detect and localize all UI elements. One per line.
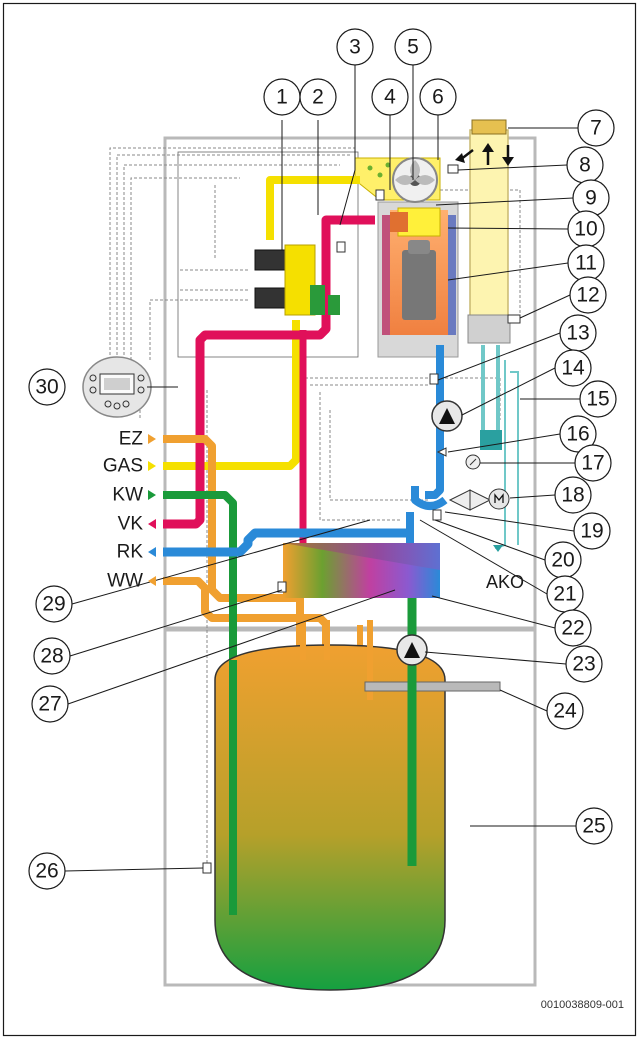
connection-kw-label: KW xyxy=(112,485,143,506)
control-unit-icon xyxy=(82,356,152,418)
leader-lines xyxy=(64,60,580,872)
svg-text:21: 21 xyxy=(553,583,576,606)
callout-5: 5 xyxy=(394,28,432,66)
callout-24: 24 xyxy=(546,692,584,730)
callout-29: 29 xyxy=(35,585,73,623)
callout-27: 27 xyxy=(31,685,69,723)
document-id: 0010038809-001 xyxy=(541,999,624,1011)
connection-ez-label: EZ xyxy=(119,429,144,450)
svg-text:29: 29 xyxy=(42,593,65,616)
callout-1: 1 xyxy=(263,78,301,116)
callout-6: 6 xyxy=(419,78,457,116)
callout-2: 2 xyxy=(299,78,337,116)
svg-text:8: 8 xyxy=(579,154,591,177)
callout-13: 13 xyxy=(559,314,597,352)
callout-3: 3 xyxy=(336,28,374,66)
callout-9: 9 xyxy=(572,179,610,217)
callout-28: 28 xyxy=(33,637,71,675)
heat-cell xyxy=(377,201,459,358)
connection-labels: EZ GAS KW VK RK WW xyxy=(103,429,144,592)
svg-text:18: 18 xyxy=(561,484,584,507)
svg-text:13: 13 xyxy=(566,322,589,345)
connection-rk-label: RK xyxy=(117,542,144,563)
svg-text:14: 14 xyxy=(561,357,585,380)
gas-valve xyxy=(254,244,340,316)
svg-text:2: 2 xyxy=(312,86,324,109)
callouts: 1 2 3 4 5 6 7 8 9 10 11 12 13 14 15 16 1… xyxy=(28,28,617,890)
svg-text:15: 15 xyxy=(586,388,609,411)
svg-text:6: 6 xyxy=(432,86,444,109)
svg-text:30: 30 xyxy=(35,376,58,399)
callout-25: 25 xyxy=(575,807,613,845)
connection-vk-label: VK xyxy=(118,514,144,535)
callout-16: 16 xyxy=(559,415,597,453)
svg-text:17: 17 xyxy=(581,452,604,475)
svg-text:11: 11 xyxy=(575,252,597,275)
boiler-housing xyxy=(163,136,537,630)
callout-21: 21 xyxy=(546,575,584,613)
callout-26: 26 xyxy=(28,852,66,890)
callout-22: 22 xyxy=(554,609,592,647)
connection-gas-label: GAS xyxy=(103,456,143,477)
svg-text:27: 27 xyxy=(38,693,61,716)
svg-text:24: 24 xyxy=(553,700,577,723)
connection-ww-label: WW xyxy=(107,571,143,592)
callout-17: 17 xyxy=(574,444,612,482)
callout-4: 4 xyxy=(371,78,409,116)
svg-text:4: 4 xyxy=(384,86,396,109)
ako-label: AKO xyxy=(486,572,524,592)
callout-15: 15 xyxy=(579,380,617,418)
callout-11: 11 xyxy=(567,244,605,282)
connection-markers xyxy=(148,434,156,586)
svg-text:19: 19 xyxy=(580,520,603,543)
svg-text:1: 1 xyxy=(276,86,288,109)
svg-text:3: 3 xyxy=(349,36,361,59)
pump-icon xyxy=(431,400,463,432)
svg-text:20: 20 xyxy=(551,549,574,572)
callout-8: 8 xyxy=(566,146,604,184)
callout-7: 7 xyxy=(577,109,615,147)
callout-12: 12 xyxy=(569,276,607,314)
svg-text:9: 9 xyxy=(585,187,597,210)
svg-text:25: 25 xyxy=(582,815,605,838)
svg-text:7: 7 xyxy=(590,117,602,140)
condensate-trap xyxy=(480,345,519,552)
callout-18: 18 xyxy=(554,476,592,514)
callout-30: 30 xyxy=(28,368,66,406)
three-way-valve-icon xyxy=(448,488,510,511)
flue-pipe xyxy=(455,119,514,344)
svg-text:5: 5 xyxy=(407,36,419,59)
svg-text:12: 12 xyxy=(576,284,599,307)
svg-text:26: 26 xyxy=(35,860,58,883)
pump-icon xyxy=(396,634,428,666)
control-panel-area xyxy=(177,151,359,358)
svg-text:16: 16 xyxy=(566,423,589,446)
svg-text:28: 28 xyxy=(40,645,63,668)
svg-text:23: 23 xyxy=(572,653,595,676)
callout-10: 10 xyxy=(567,210,605,248)
pressure-gauge-icon xyxy=(465,454,481,470)
safety-valve-icon xyxy=(436,447,447,457)
hot-water-cylinder xyxy=(214,620,501,991)
temperature-sensor-icon xyxy=(202,164,521,874)
svg-text:22: 22 xyxy=(561,617,584,640)
callout-20: 20 xyxy=(544,541,582,579)
callout-14: 14 xyxy=(554,349,592,387)
callout-23: 23 xyxy=(565,645,603,683)
plate-heat-exchanger xyxy=(283,543,440,598)
fan-icon xyxy=(354,157,441,203)
svg-text:10: 10 xyxy=(574,218,597,241)
callout-19: 19 xyxy=(573,512,611,550)
